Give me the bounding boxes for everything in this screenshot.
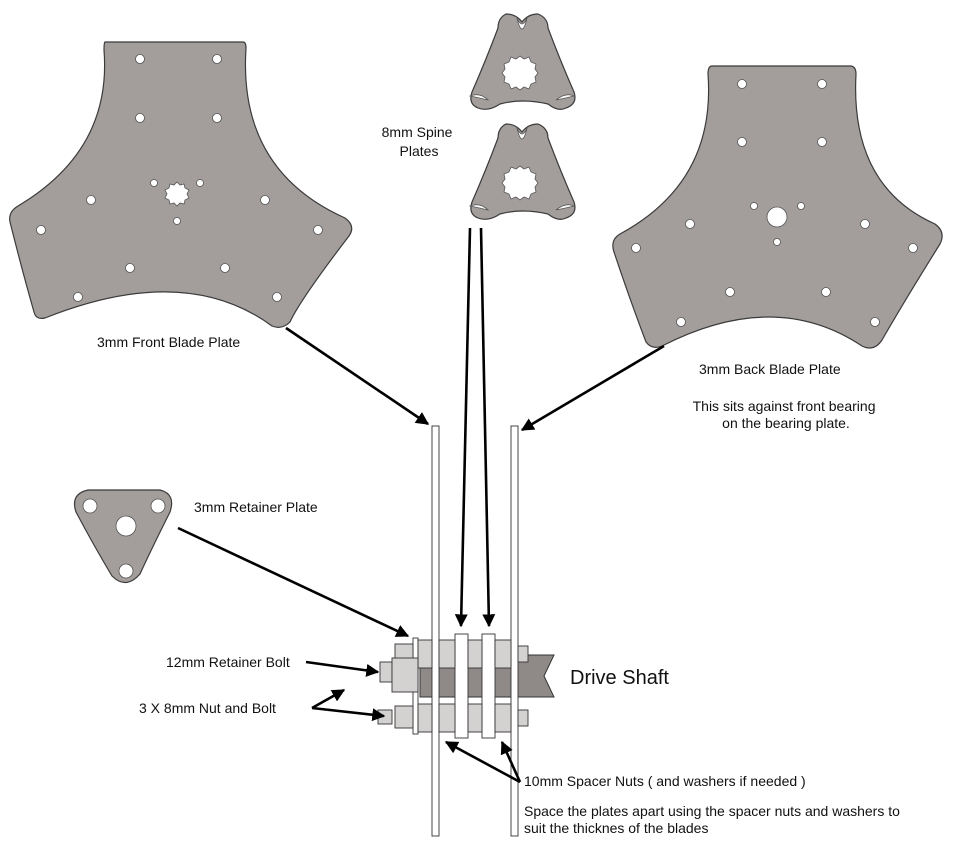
back-blade-plate — [612, 65, 943, 349]
spacer-nuts-label: 10mm Spacer Nuts ( and washers if needed… — [524, 773, 806, 789]
assembly-section — [377, 425, 555, 837]
arrow-spine-1 — [454, 227, 472, 628]
back-blade-holes — [631, 79, 918, 327]
back-blade-section — [510, 425, 519, 837]
spine-plate-top — [468, 13, 576, 110]
retainer-hole-right — [150, 498, 166, 514]
retainer-plate — [73, 489, 173, 584]
back-blade-label: 3mm Back Blade Plate — [699, 361, 841, 377]
front-blade-holes — [36, 54, 323, 302]
spine-plate-bottom — [468, 123, 576, 220]
arrow-spacer-right — [500, 740, 522, 783]
front-blade-label: 3mm Front Blade Plate — [97, 334, 240, 350]
spine-plate-section-2 — [481, 633, 496, 739]
spine-plate-bottom-spline — [501, 165, 539, 201]
arrow-spine-2 — [479, 227, 496, 628]
spine-plate-top-spline — [501, 55, 539, 91]
arrow-retainer-plate — [177, 526, 410, 638]
arrow-front-blade — [285, 326, 430, 426]
leader-arrows — [177, 227, 665, 784]
retainer-hole-left — [82, 498, 98, 514]
retainer-plate-label: 3mm Retainer Plate — [194, 499, 318, 515]
back-blade-note: This sits against front bearing on the b… — [693, 398, 880, 431]
retainer-hole-bottom — [118, 563, 134, 579]
arrow-nut-bolt-upper — [311, 688, 346, 710]
spacing-note: Space the plates apart using the spacer … — [524, 803, 904, 836]
lower-bolt-stack — [377, 703, 529, 733]
retainer-hole-centre — [115, 515, 137, 537]
retainer-bolt-section — [379, 657, 419, 693]
front-blade-plate — [9, 41, 353, 328]
spine-plates-label: 8mm Spine Plates — [382, 124, 457, 159]
nut-bolt-label: 3 X 8mm Nut and Bolt — [139, 700, 276, 716]
arrow-retainer-bolt — [305, 660, 380, 677]
arrow-back-blade — [520, 344, 665, 432]
spine-plate-section-1 — [454, 633, 469, 739]
arrow-nut-bolt-lower — [311, 706, 386, 722]
drive-shaft-label: Drive Shaft — [570, 667, 669, 689]
front-blade-section — [431, 425, 440, 837]
front-blade-spline-hole — [164, 181, 190, 207]
arrow-spacer-left — [444, 740, 521, 784]
retainer-bolt-label: 12mm Retainer Bolt — [166, 654, 290, 670]
